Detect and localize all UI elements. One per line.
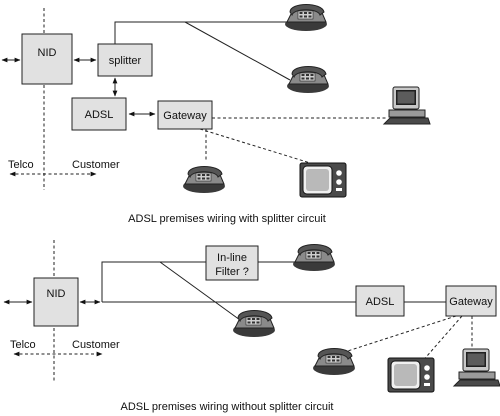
adsl-label: ADSL xyxy=(85,109,114,121)
filter-label-line1: In-line xyxy=(217,252,247,264)
phone-wire xyxy=(101,261,206,302)
television-icon xyxy=(299,162,347,198)
telephone-icon xyxy=(232,310,276,338)
telco-label: Telco xyxy=(10,339,36,351)
nid-label: NID xyxy=(47,288,66,300)
telephone-icon xyxy=(292,244,336,272)
telephone-icon xyxy=(312,348,356,376)
adsl-label: ADSL xyxy=(366,296,395,308)
nid-label: NID xyxy=(38,47,57,59)
top-diagram: NID splitter ADSL Gateway Telco Customer… xyxy=(1,4,431,225)
telephone-icon xyxy=(284,4,328,32)
splitter-box xyxy=(97,43,153,77)
gateway-box xyxy=(157,100,213,130)
customer-label: Customer xyxy=(72,339,120,351)
filter-label-line2: Filter ? xyxy=(215,266,249,278)
inline-filter-box xyxy=(205,245,259,281)
telephone-icon xyxy=(286,66,330,94)
splitter-label: splitter xyxy=(109,55,142,67)
computer-icon xyxy=(453,348,500,387)
gateway-box xyxy=(445,285,497,317)
phone-wire xyxy=(114,21,290,44)
gateway-label: Gateway xyxy=(449,296,493,308)
adsl-box xyxy=(355,285,405,317)
computer-icon xyxy=(383,86,431,125)
telco-label: Telco xyxy=(8,159,34,171)
adsl-box xyxy=(71,97,127,131)
television-icon xyxy=(387,357,435,393)
bottom-diagram: NID In-line Filter ? ADSL Gateway Telco … xyxy=(3,240,500,413)
phone-wire xyxy=(159,261,241,321)
customer-label: Customer xyxy=(72,159,120,171)
telephone-icon xyxy=(182,166,226,194)
nid-box xyxy=(21,33,73,85)
phone-wire xyxy=(184,21,291,81)
nid-box xyxy=(33,277,79,327)
bottom-caption: ADSL premises wiring without splitter ci… xyxy=(121,401,334,413)
data-wire xyxy=(199,128,321,167)
gateway-label: Gateway xyxy=(163,110,207,122)
top-caption: ADSL premises wiring with splitter circu… xyxy=(128,213,326,225)
data-wire xyxy=(325,315,457,359)
data-wire xyxy=(419,315,463,365)
